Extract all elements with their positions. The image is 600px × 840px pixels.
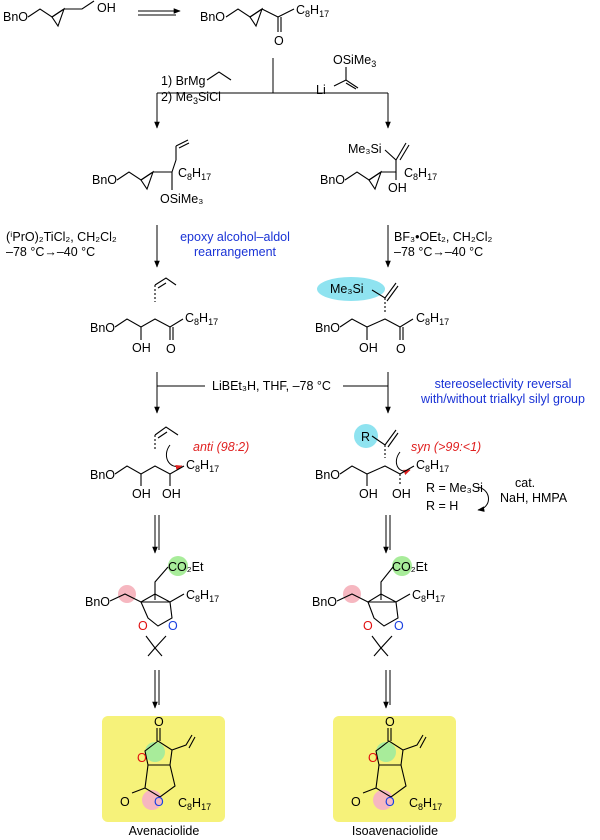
epoxy-ketone: BnO O C8H17	[200, 3, 329, 48]
r-tms-definition: R = Me₃Si	[426, 481, 483, 495]
svg-text:Me₃Si: Me₃Si	[348, 142, 382, 156]
svg-text:C8H17: C8H17	[186, 458, 219, 474]
multistep-arrows-b	[152, 670, 391, 709]
svg-text:C8H17: C8H17	[416, 311, 449, 327]
right-syn-diol: R BnO OH OH C8H17	[315, 424, 489, 512]
product-name-avenaciolide: Avenaciolide	[128, 824, 200, 838]
right-aldol-ketone: Me₃Si BnO OH O C8H17	[315, 277, 449, 356]
reversal-note-line2: with/without trialkyl silyl group	[421, 392, 585, 406]
top-double-arrow	[138, 8, 181, 16]
svg-text:O: O	[368, 751, 378, 765]
tms-highlight	[317, 277, 385, 301]
svg-text:OH: OH	[359, 341, 378, 355]
svg-text:O: O	[363, 619, 373, 633]
svg-text:C8H17: C8H17	[178, 166, 211, 182]
svg-text:BnO: BnO	[312, 595, 337, 609]
svg-text:BnO: BnO	[85, 595, 110, 609]
svg-text:O: O	[137, 751, 147, 765]
left-anti-diol: BnO OH OH C8H17	[90, 426, 219, 501]
avenaciolide-structure: O O O O C8H17	[102, 715, 225, 822]
multistep-arrows-a	[152, 515, 391, 554]
left-silyl-ether-epoxide: BnO C8H17 OSiMe₃	[92, 139, 211, 206]
syn-selectivity: syn (>99:<1)	[411, 440, 482, 454]
svg-text:OH: OH	[392, 487, 411, 501]
svg-text:BnO: BnO	[92, 173, 117, 187]
svg-text:OH: OH	[162, 487, 181, 501]
svg-text:BnO: BnO	[315, 321, 340, 335]
lewis-acid-bf3-line2: –78 °C→–40 °C	[394, 245, 484, 259]
left-acetonide: CO₂Et BnO O O C8H17	[85, 556, 219, 657]
svg-text:C8H17: C8H17	[186, 588, 219, 604]
svg-text:O: O	[138, 619, 148, 633]
svg-text:O: O	[154, 795, 164, 809]
svg-text:OH: OH	[359, 487, 378, 501]
svg-text:C8H17: C8H17	[412, 588, 445, 604]
svg-text:O: O	[351, 795, 361, 809]
svg-text:O: O	[166, 342, 176, 356]
reversal-note-line1: stereoselectivity reversal	[434, 377, 572, 391]
product-name-isoavenaciolide: Isoavenaciolide	[351, 824, 439, 838]
svg-text:Me₃Si: Me₃Si	[330, 282, 364, 296]
svg-text:CO₂Et: CO₂Et	[168, 560, 204, 574]
lewis-acid-bf3-line1: BF₃•OEt₂, CH₂Cl₂	[394, 230, 493, 244]
reduction-arrows	[154, 372, 391, 414]
svg-text:OSiMe₃: OSiMe₃	[160, 192, 203, 206]
svg-text:CO₂Et: CO₂Et	[392, 560, 428, 574]
svg-text:OH: OH	[388, 181, 407, 195]
desilylation-reagent: NaH, HMPA	[500, 491, 568, 505]
lewis-acid-ti-line1: (ⁱPrO)₂TiCl₂, CH₂Cl₂	[6, 230, 117, 244]
lewis-acid-ti-line2: –78 °C→–40 °C	[6, 245, 96, 259]
svg-text:BnO: BnO	[200, 10, 225, 24]
svg-text:BnO: BnO	[90, 468, 115, 482]
anti-selectivity: anti (98:2)	[193, 440, 250, 454]
starting-epoxy-alcohol: BnO OH	[3, 0, 116, 28]
right-acetonide: CO₂Et BnO O O C8H17	[312, 556, 445, 657]
svg-text:C8H17: C8H17	[296, 3, 329, 19]
svg-text:C8H17: C8H17	[185, 311, 218, 327]
svg-text:O: O	[154, 715, 164, 729]
branch-lines	[154, 58, 391, 129]
svg-text:O: O	[120, 795, 130, 809]
svg-text:C8H17: C8H17	[404, 166, 437, 182]
rearrangement-note-line2: rearrangement	[194, 245, 276, 259]
r-h-definition: R = H	[426, 499, 459, 513]
svg-text:OSiMe3: OSiMe3	[333, 53, 376, 69]
svg-text:R: R	[361, 430, 370, 444]
right-silyl-alcohol-epoxide: Me₃Si BnO C8H17 OH	[320, 142, 437, 195]
desilylation-cat: cat.	[515, 476, 536, 490]
svg-text:BnO: BnO	[90, 321, 115, 335]
reduction-reagent: LiBEt₃H, THF, –78 °C	[212, 379, 331, 393]
bno-label: BnO	[3, 10, 28, 24]
r-highlight	[354, 424, 378, 448]
reagent-tmscl: 2) Me3SiCl	[161, 90, 221, 106]
silyl-enol-lithium-reagent: OSiMe3 Li	[316, 53, 376, 97]
svg-text:OH: OH	[132, 487, 151, 501]
left-aldol-ketone: BnO OH O C8H17	[90, 277, 218, 356]
svg-text:C8H17: C8H17	[416, 458, 449, 474]
rearrangement-note-line1: epoxy alcohol–aldol	[180, 230, 290, 244]
svg-text:O: O	[274, 34, 284, 48]
svg-text:O: O	[385, 795, 395, 809]
svg-text:O: O	[394, 619, 404, 633]
svg-text:O: O	[168, 619, 178, 633]
svg-text:BnO: BnO	[315, 468, 340, 482]
svg-text:BnO: BnO	[320, 173, 345, 187]
svg-text:OH: OH	[132, 341, 151, 355]
isoavenaciolide-structure: O O O O C8H17	[333, 715, 456, 822]
svg-text:Li: Li	[316, 83, 326, 97]
reagent-vinyl-grignard: 1) BrMg	[161, 74, 206, 88]
svg-text:O: O	[385, 715, 395, 729]
svg-text:O: O	[396, 342, 406, 356]
oh-label: OH	[97, 1, 116, 15]
